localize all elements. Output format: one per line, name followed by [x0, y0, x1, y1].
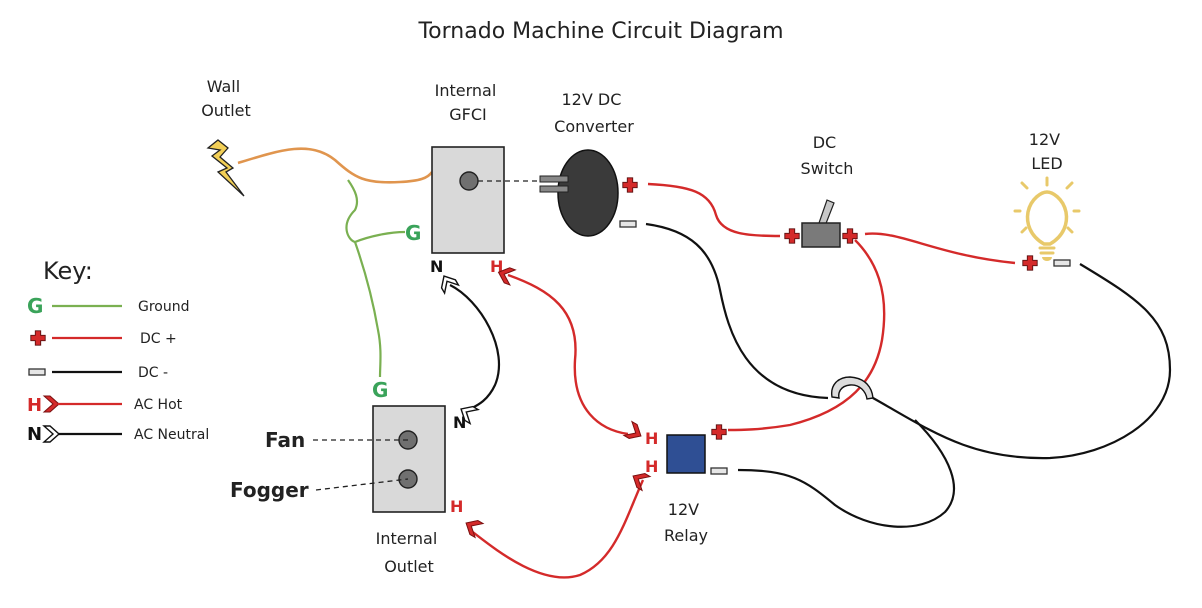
relay-hot-in-chevron-icon	[623, 421, 646, 444]
wire-junction-hook	[831, 376, 874, 400]
ground-wire-outlet	[353, 241, 382, 378]
key-neutral-chevron-icon	[43, 425, 60, 443]
key-plus-icon	[30, 330, 46, 346]
outlet-ground-letter: G	[372, 378, 388, 402]
relay-hot-in-letter: H	[645, 429, 658, 448]
outlet-hot-letter: H	[450, 497, 463, 516]
key-ground-symbol: G	[27, 294, 43, 318]
relay-box	[666, 434, 706, 474]
internal-outlet-box	[372, 405, 446, 513]
dc-switch	[801, 199, 841, 248]
wall-outlet-label: Wall Outlet	[201, 77, 251, 120]
ac-neutral-wire	[449, 284, 501, 409]
key-hot-symbol: H	[27, 395, 42, 416]
key-ac-hot-label: AC Hot	[134, 397, 183, 413]
gfci-label: Internal GFCI	[435, 81, 502, 124]
led-bulb-icon	[1013, 176, 1081, 261]
diagram-title: Tornado Machine Circuit Diagram	[417, 19, 783, 44]
key-neutral-symbol: N	[27, 424, 42, 445]
gfci-box	[431, 146, 505, 254]
key-minus-icon	[28, 368, 46, 376]
wall-outlet-lightning-icon	[206, 139, 245, 197]
ac-hot-wire-gfci-relay	[507, 273, 629, 436]
gfci-ground-letter: G	[405, 221, 421, 245]
ac-hot-wire-relay-outlet	[469, 479, 645, 579]
led-label: 12V LED	[1029, 130, 1065, 173]
dc-minus-wire-led	[872, 263, 1172, 460]
dc-plus-wire-converter-switch	[647, 182, 781, 238]
converter-plug-prong-top	[539, 175, 569, 183]
converter-plus-icon	[622, 177, 638, 193]
converter-label: 12V DC Converter	[554, 90, 634, 136]
outlet-hot-chevron-icon	[461, 515, 484, 538]
gfci-receptacle	[459, 171, 479, 191]
converter-minus-icon	[619, 220, 637, 228]
gfci-neutral-letter: N	[430, 257, 443, 276]
relay-plus-icon	[711, 424, 727, 440]
outlet-neutral-letter: N	[453, 413, 466, 432]
internal-outlet-label: Internal Outlet	[376, 529, 443, 576]
dc-minus-wire-relay	[737, 419, 955, 528]
led-plus-icon	[1022, 255, 1038, 271]
switch-plus-in-icon	[784, 228, 800, 244]
key-ground-label: Ground	[138, 299, 190, 315]
key-dc-minus-label: DC -	[138, 365, 168, 381]
converter-plug-prong-bottom	[539, 185, 569, 193]
relay-hot-out-letter: H	[645, 457, 658, 476]
fan-label: Fan	[265, 428, 305, 452]
led-minus-icon	[1053, 259, 1071, 267]
dc-minus-wire-converter	[645, 222, 829, 400]
mains-wire	[237, 147, 434, 184]
key-legend: Key: G Ground DC + DC - H AC Hot N AC Ne…	[27, 257, 209, 445]
key-hot-chevron-icon	[43, 395, 60, 413]
converter-body	[557, 149, 619, 237]
fogger-label: Fogger	[230, 478, 309, 502]
key-title: Key:	[43, 257, 93, 285]
key-ac-neutral-label: AC Neutral	[134, 427, 209, 443]
dc-switch-label: DC Switch	[801, 133, 854, 178]
relay-label: 12V Relay	[664, 500, 708, 545]
key-dc-plus-label: DC +	[140, 331, 177, 347]
ground-wire-gfci	[345, 179, 406, 244]
dc-plus-wire-switch-led	[864, 232, 1016, 265]
dc-plus-wire-switch-relay	[727, 239, 886, 432]
relay-minus-icon	[710, 467, 728, 475]
fogger-plug-line	[315, 478, 409, 491]
